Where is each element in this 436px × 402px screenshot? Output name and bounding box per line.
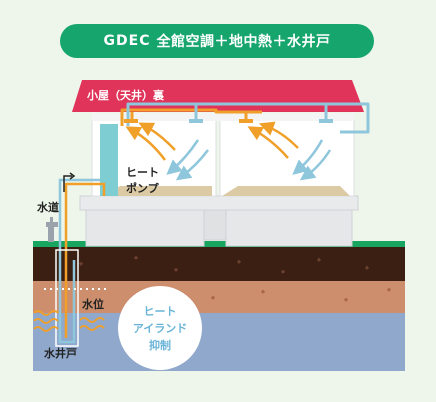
diagram-title: 全館空調＋地中熱＋水井戸	[156, 34, 331, 50]
foundation-right	[225, 209, 353, 247]
callout-line1: ヒート	[143, 304, 177, 318]
floor-slab	[79, 195, 359, 211]
heat-pump-unit	[100, 124, 118, 196]
tap-label: 水道	[37, 201, 59, 214]
well-label: 水井戸	[44, 347, 77, 360]
floor-right	[222, 186, 350, 196]
attic-space	[92, 113, 354, 121]
heat-pump-label-line1: ヒート	[126, 166, 159, 179]
warm-vent	[239, 119, 253, 123]
warm-vent	[124, 119, 138, 123]
floor-left	[104, 186, 212, 196]
clay-specks	[210, 287, 392, 302]
warm-airflow-arrow-icon	[125, 121, 299, 161]
topsoil-layer	[33, 246, 405, 281]
title-pill: GDEC 全館空調＋地中熱＋水井戸	[60, 24, 374, 58]
groundwater-layer	[33, 313, 405, 371]
warm-duct	[120, 108, 262, 126]
cool-vent	[189, 119, 203, 123]
wave-icon	[33, 310, 105, 332]
callout-line2: アイランド	[132, 321, 188, 335]
foundation-left	[85, 209, 205, 247]
faucet-icon	[46, 217, 58, 242]
callout-line3: 抑制	[149, 338, 171, 352]
well-pipe-warm	[64, 182, 106, 338]
well-casing	[55, 249, 79, 347]
soil-specks	[78, 255, 370, 274]
water-level-label: 水位	[82, 298, 104, 311]
well-pipe-cool	[58, 178, 100, 344]
cool-airflow-arrow-icon	[166, 139, 332, 181]
grass-strip	[33, 241, 405, 247]
heat-island-callout: ヒート アイランド 抑制	[118, 286, 202, 370]
heat-pump-label-line2: ポンプ	[126, 182, 159, 195]
cool-vent	[319, 119, 333, 123]
cool-duct	[126, 102, 370, 134]
clay-layer	[33, 281, 405, 313]
brand-logo: GDEC	[103, 33, 151, 49]
attic-label: 小屋（天井）裏	[87, 89, 164, 102]
